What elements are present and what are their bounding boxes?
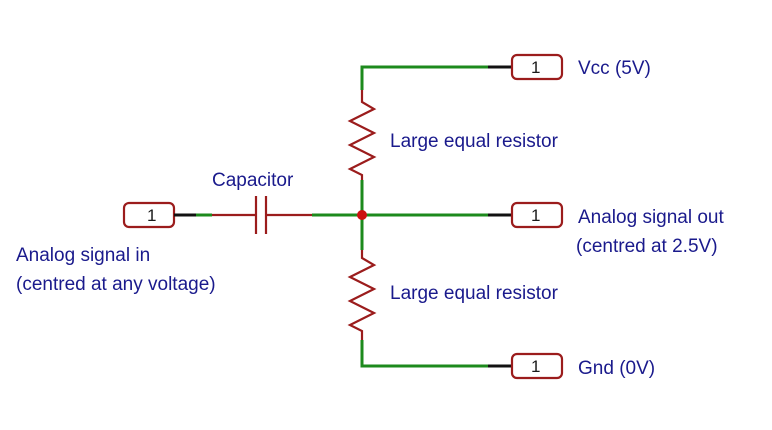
signal-in-sublabel: (centred at any voltage): [16, 274, 216, 295]
capacitor-symbol: [212, 196, 312, 234]
input-connector: 1: [122, 201, 196, 229]
signal-out-label: Analog signal out: [578, 207, 724, 228]
gnd-connector: 1: [488, 352, 564, 380]
wire-gnd: [360, 340, 488, 368]
wire-vcc: [360, 65, 488, 90]
vcc-label: Vcc (5V): [578, 58, 651, 79]
capacitor-label: Capacitor: [212, 170, 294, 191]
top-resistor-label: Large equal resistor: [390, 131, 559, 152]
vcc-connector: 1: [488, 53, 564, 81]
vcc-pin-number: 1: [531, 58, 540, 77]
junction-dot: [357, 210, 367, 220]
bottom-resistor-label: Large equal resistor: [390, 283, 559, 304]
bottom-resistor-symbol: [347, 250, 377, 340]
output-pin-number: 1: [531, 206, 540, 225]
top-resistor-symbol: [347, 90, 377, 180]
output-connector: 1: [488, 201, 564, 229]
gnd-label: Gnd (0V): [578, 358, 655, 379]
wires: [196, 65, 488, 368]
input-pin-number: 1: [147, 206, 156, 225]
signal-in-label: Analog signal in: [16, 245, 150, 266]
signal-out-sublabel: (centred at 2.5V): [576, 236, 718, 257]
gnd-pin-number: 1: [531, 357, 540, 376]
